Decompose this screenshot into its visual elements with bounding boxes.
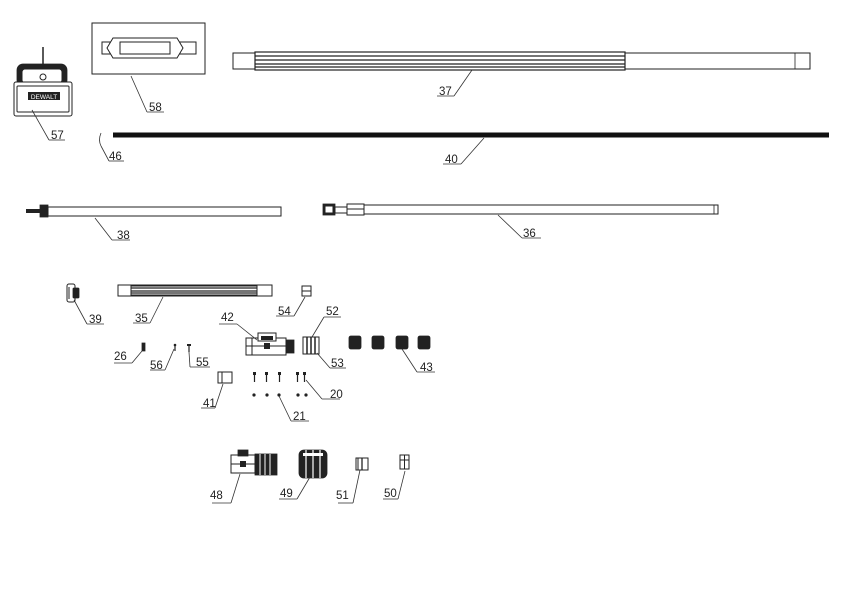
- label-51: 51: [336, 490, 349, 502]
- part-57-light-head: DEWALT: [13, 47, 73, 117]
- label-56: 56: [150, 360, 163, 372]
- part-55-screw: [187, 344, 191, 352]
- label-20: 20: [330, 389, 343, 401]
- label-54: 54: [278, 306, 291, 318]
- part-21-small-nuts: [252, 393, 308, 397]
- part-41-block: [217, 371, 233, 384]
- part-50-plug: [399, 454, 410, 470]
- label-57: 57: [51, 130, 64, 142]
- label-52: 52: [326, 306, 339, 318]
- label-48: 48: [210, 490, 223, 502]
- label-37: 37: [439, 86, 452, 98]
- label-58: 58: [149, 102, 162, 114]
- part-53-collar: [302, 336, 320, 355]
- label-26: 26: [114, 351, 127, 363]
- label-53: 53: [331, 358, 344, 370]
- part-42-coupler-housing: [245, 332, 295, 356]
- logo-text: DEWALT: [31, 94, 57, 101]
- part-54-small-clip: [301, 285, 312, 297]
- part-48-lower-coupler: [230, 449, 278, 476]
- part-36-upper-pole: [322, 203, 719, 216]
- label-55: 55: [196, 357, 209, 369]
- part-38-lower-pole: [26, 204, 282, 218]
- label-42: 42: [221, 312, 234, 324]
- label-21: 21: [293, 411, 306, 423]
- label-41: 41: [203, 398, 216, 410]
- part-35-short-grip: [117, 284, 273, 297]
- label-50: 50: [384, 488, 397, 500]
- part-46-clip: [99, 132, 102, 147]
- label-40: 40: [445, 154, 458, 166]
- part-49-knob: [298, 449, 328, 479]
- part-37-grip-tube: [232, 51, 811, 71]
- label-36: 36: [523, 228, 536, 240]
- label-39: 39: [89, 314, 102, 326]
- part-51-bushing: [355, 457, 369, 471]
- label-43: 43: [420, 362, 433, 374]
- label-35: 35: [135, 313, 148, 325]
- label-38: 38: [117, 230, 130, 242]
- part-26-pin: [141, 342, 146, 352]
- part-39-end-cap: [66, 283, 80, 303]
- label-46: 46: [109, 151, 122, 163]
- part-58-label-plate: [91, 22, 206, 75]
- part-56-screw: [173, 343, 177, 351]
- part-20-screws: [253, 372, 306, 382]
- part-43-nuts: [348, 335, 431, 350]
- label-49: 49: [280, 488, 293, 500]
